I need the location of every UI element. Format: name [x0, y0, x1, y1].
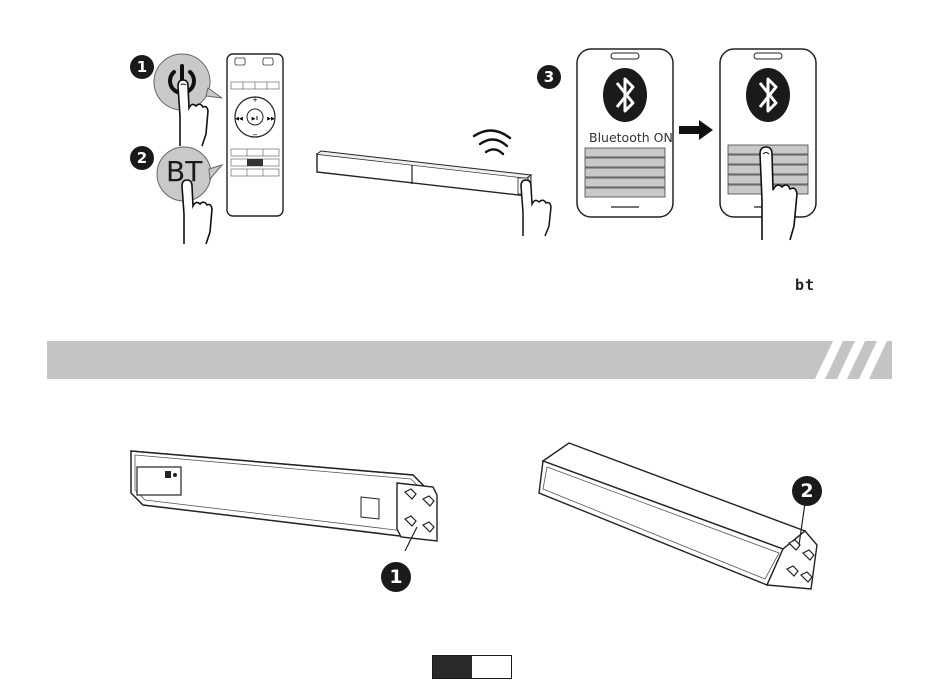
- soundbar-rear-view: [125, 447, 445, 552]
- page-indicator: [432, 655, 512, 679]
- bluetooth-icon: [603, 68, 647, 122]
- hand-pointer-icon: [172, 76, 212, 148]
- arrow-right-icon: [679, 119, 715, 141]
- hand-pointer-icon: [752, 144, 802, 242]
- bluetooth-icon: [746, 68, 790, 122]
- band-stripes: [815, 341, 892, 379]
- svg-text:−: −: [252, 131, 258, 139]
- page-indicator-empty: [472, 656, 511, 678]
- step-3-badge: 3: [537, 65, 561, 89]
- section-band: [47, 341, 892, 379]
- remote-control: ▶II + − ◀◀ ▶▶: [225, 52, 285, 218]
- bluetooth-status-text: Bluetooth ON: [589, 130, 673, 145]
- display-code: bt: [795, 276, 815, 294]
- wireless-signal-icon: [470, 126, 520, 166]
- callout-2-badge: 2: [792, 476, 822, 506]
- svg-text:◀◀: ◀◀: [235, 116, 243, 122]
- step-2-badge: 2: [130, 146, 154, 170]
- svg-text:+: +: [252, 96, 258, 104]
- soundbar-front-view: [535, 437, 830, 602]
- svg-text:▶▶: ▶▶: [267, 116, 275, 122]
- callout-1-badge: 1: [381, 562, 411, 592]
- page-indicator-filled: [433, 656, 472, 678]
- svg-text:▶II: ▶II: [252, 116, 259, 122]
- hand-pointer-icon: [515, 178, 555, 238]
- hand-pointer-icon: [176, 176, 216, 246]
